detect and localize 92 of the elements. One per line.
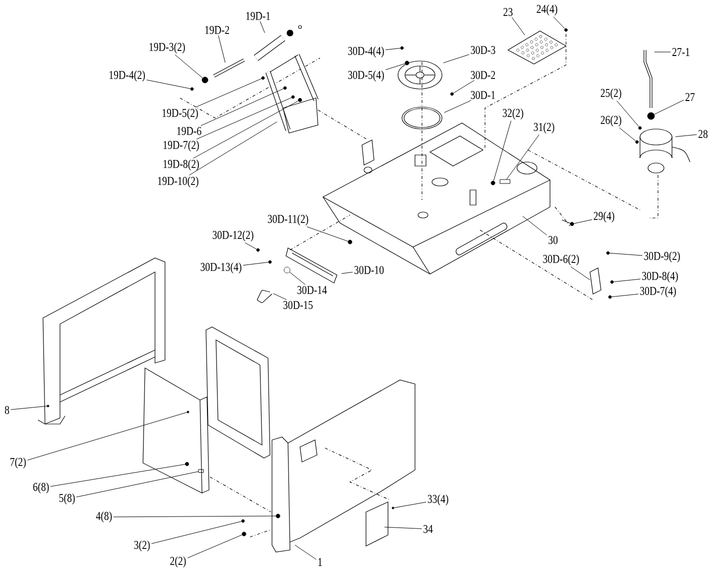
- callout-number: 5(8): [59, 494, 75, 504]
- leader-line: [613, 278, 641, 282]
- leader-line: [506, 134, 540, 180]
- leader-line: [27, 412, 188, 460]
- callout-number: 28: [698, 130, 708, 138]
- leader-line: [196, 97, 292, 140]
- leader-line: [200, 88, 284, 126]
- callout-number: 25(2): [600, 88, 622, 100]
- callout-number: 30D-12(2): [212, 230, 254, 242]
- callout-number: 31(2): [534, 122, 554, 134]
- leader-line: [553, 16, 566, 30]
- bolt-shank: [198, 469, 204, 473]
- callout-number: 3(2): [134, 540, 150, 552]
- callout-number: 29(4): [594, 212, 614, 222]
- callout-number: 30D-8(4): [642, 272, 678, 282]
- callout-number: 23: [504, 8, 513, 16]
- callout-number: 19D-1: [246, 12, 270, 20]
- leader-line: [76, 471, 198, 498]
- leader-line: [619, 127, 636, 142]
- callout-number: 30D-5(4): [348, 70, 384, 82]
- callout-number: 6(8): [33, 482, 49, 494]
- leader-line: [195, 78, 262, 108]
- leader-line: [453, 80, 475, 94]
- leader-line: [512, 17, 526, 36]
- leader-line: [522, 216, 548, 236]
- leader-line: [574, 219, 592, 224]
- leader-line: [188, 122, 278, 176]
- leader-line: [385, 48, 401, 50]
- leader-line: [341, 272, 353, 274]
- leader-line: [242, 262, 269, 266]
- leader-line: [609, 252, 643, 256]
- callout-number: 33(4): [428, 494, 448, 506]
- callout-number: 19D-8(2): [164, 160, 199, 170]
- callout-number: 30D-13(4): [200, 262, 242, 274]
- leader-line: [385, 63, 406, 70]
- leader-line: [570, 266, 590, 280]
- callout-number: 7(2): [10, 458, 26, 468]
- callout-number: 1: [318, 558, 322, 566]
- callout-number: 30D-7(4): [640, 286, 676, 298]
- leader-line: [289, 272, 306, 285]
- leader-line: [294, 544, 316, 560]
- leader-line: [654, 100, 684, 115]
- callout-number: 30D-3: [470, 46, 496, 54]
- leader-line: [443, 54, 470, 64]
- callout-number: 19D-10(2): [158, 176, 198, 188]
- fastener-dot: [647, 112, 655, 120]
- callout-number: 19D-4(2): [110, 70, 145, 82]
- callout-number: 32(2): [502, 108, 524, 120]
- callout-number: 30D-2: [470, 70, 496, 80]
- leader-line: [113, 516, 276, 518]
- leader-line: [493, 120, 512, 182]
- leader-line: [616, 100, 640, 127]
- leader-line: [394, 502, 426, 508]
- callout-number: 30D-11(2): [268, 214, 308, 226]
- leader-line: [50, 464, 186, 487]
- callout-number: 30D-14: [297, 286, 327, 294]
- leader-line: [611, 294, 639, 298]
- callout-number: 8: [4, 406, 10, 414]
- leader-line: [174, 54, 203, 78]
- leader-line: [193, 100, 298, 158]
- callout-number: 30D-10: [354, 266, 384, 274]
- callout-number: 30D-9(2): [644, 252, 680, 262]
- leader-line: [10, 406, 48, 410]
- callout-number: 19D-5(2): [162, 108, 198, 120]
- callout-number: 30D-15: [283, 300, 313, 310]
- leader-line: [244, 242, 257, 250]
- leader-line: [151, 521, 242, 544]
- callout-number: 19D-2: [205, 26, 230, 34]
- callout-number: 34: [424, 524, 433, 534]
- callout-number: 30D-6(2): [543, 254, 579, 266]
- callout-number: 24(4): [536, 4, 558, 16]
- callout-number: 30: [548, 236, 558, 244]
- callout-number: 27-1: [672, 48, 690, 56]
- leader-line: [675, 134, 698, 137]
- callout-number: 19D-3(2): [150, 42, 185, 54]
- callout-number: 19D-6: [177, 126, 202, 136]
- callout-number: 19D-7(2): [164, 140, 199, 152]
- leader-line: [384, 526, 422, 529]
- leader-line: [187, 534, 242, 558]
- leader-line: [146, 80, 191, 89]
- callout-number: 26(2): [600, 116, 622, 126]
- callout-number: 4(8): [96, 512, 112, 522]
- leader-line: [260, 21, 265, 34]
- callout-number: 27: [686, 93, 695, 101]
- leader-line: [218, 35, 226, 63]
- leader-line: [306, 226, 348, 242]
- leader-line: [444, 100, 472, 113]
- bolt-shank: [500, 179, 510, 184]
- callout-number: 2(2): [170, 556, 186, 568]
- callout-number: 30D-1: [470, 90, 495, 100]
- callout-number: 30D-4(4): [348, 46, 384, 58]
- leader-line: [272, 293, 287, 300]
